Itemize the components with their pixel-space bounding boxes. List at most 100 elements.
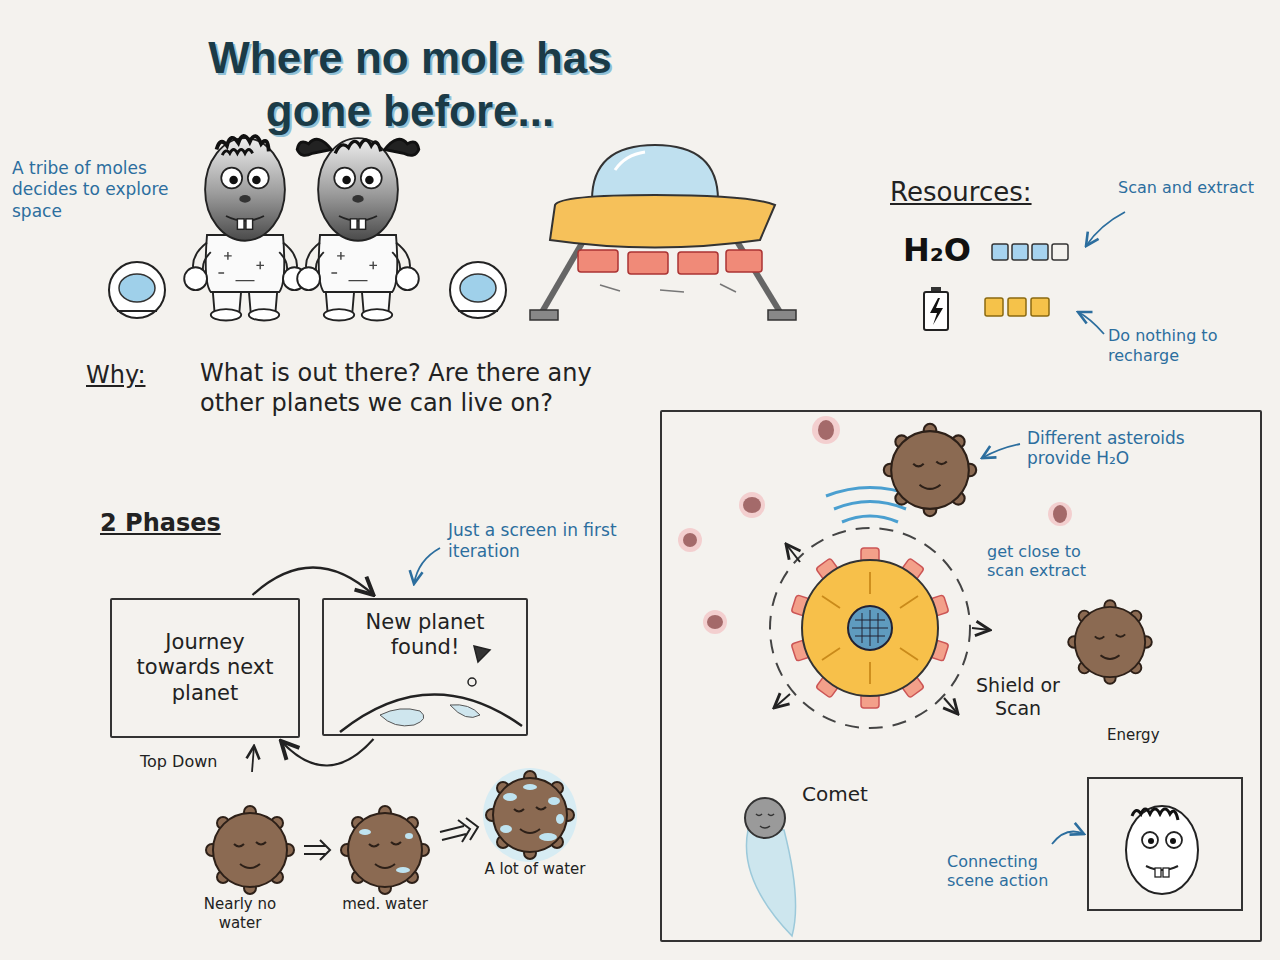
leader-arrow	[1052, 832, 1084, 844]
title: Where no mole has gone before...	[150, 32, 670, 138]
space-rock	[678, 528, 702, 552]
annotation: get close to scan extract	[987, 542, 1109, 580]
spaceship	[600, 284, 736, 292]
ship-top-view	[802, 560, 938, 696]
leader-arrow	[1078, 312, 1104, 334]
portrait-box	[1155, 868, 1161, 877]
asteroid	[483, 768, 577, 862]
orbit	[774, 694, 790, 708]
section-heading: Resources:	[890, 176, 1090, 209]
helmet	[109, 262, 165, 318]
energy-meter	[1008, 298, 1026, 316]
annotation: Do nothing to recharge	[1108, 326, 1264, 366]
portrait-box	[1142, 832, 1158, 848]
annotation: Connecting scene action	[947, 852, 1087, 890]
leader-arrow	[982, 444, 1020, 458]
space-rock	[1053, 505, 1067, 523]
mole-figure	[184, 136, 306, 321]
action-label: Shield or Scan	[976, 674, 1060, 720]
mole-figure	[184, 138, 306, 320]
portrait-box	[1170, 838, 1176, 844]
resource-name: H₂O	[903, 230, 989, 270]
asteroid	[503, 793, 517, 801]
spaceship	[530, 310, 558, 320]
water-meter	[1032, 244, 1048, 260]
planet-sketch	[474, 646, 490, 662]
leader-arrow	[1086, 212, 1125, 246]
orbit	[944, 698, 958, 714]
ship-top-view	[848, 606, 892, 650]
comet	[746, 830, 795, 936]
water-meter	[1052, 244, 1068, 260]
planet-sketch	[380, 709, 424, 726]
spaceship	[550, 195, 775, 248]
asteroid	[556, 814, 564, 824]
space-rock	[812, 416, 840, 444]
energy-meter	[985, 298, 1003, 316]
water-meter	[1012, 244, 1028, 260]
asteroid	[359, 829, 371, 835]
orbit	[972, 628, 990, 630]
helmet	[109, 262, 165, 318]
asteroid	[405, 833, 413, 839]
phase-box: Journey towards next planet	[110, 598, 300, 738]
portrait-box	[1166, 832, 1182, 848]
portrait-box	[1126, 806, 1198, 894]
energy-meter	[1031, 298, 1049, 316]
helmet	[460, 274, 496, 302]
spaceship	[768, 310, 796, 320]
asteroid	[1068, 600, 1152, 684]
helmet	[450, 262, 506, 318]
portrait-box	[1088, 778, 1242, 910]
asteroid	[539, 833, 557, 841]
leader-arrow	[252, 212, 1125, 844]
space-rock	[739, 492, 765, 518]
portrait-box	[1088, 778, 1242, 910]
space-rock	[818, 420, 834, 440]
asteroid	[206, 806, 294, 894]
space-rock	[743, 497, 761, 513]
space-rock	[1048, 502, 1072, 526]
annotation: Top Down	[140, 752, 240, 772]
asteroid	[341, 806, 429, 894]
spaceship	[592, 145, 718, 200]
annotation: Energy	[1107, 726, 1197, 744]
mole-figure	[297, 139, 331, 155]
section-heading: Why:	[86, 360, 166, 390]
mole-figure	[297, 138, 419, 320]
helmet	[119, 274, 155, 302]
mole-figure	[385, 139, 419, 155]
asteroid	[341, 806, 429, 894]
phase-text: Journey towards next planet	[122, 630, 288, 706]
energy-meter	[924, 287, 1049, 330]
level-label: A lot of water	[480, 860, 590, 879]
mole-figure	[297, 138, 419, 320]
asteroid	[486, 771, 574, 859]
level-label: med. water	[340, 895, 430, 914]
ship-top-view	[791, 548, 949, 708]
asteroid	[884, 424, 976, 516]
mole-figure	[335, 140, 381, 153]
asteroid	[206, 806, 294, 894]
helmet	[117, 310, 157, 312]
progress-arrow	[440, 818, 478, 842]
orbit	[770, 528, 990, 728]
comet	[745, 798, 785, 838]
portrait-box	[1148, 838, 1154, 844]
comet	[745, 798, 796, 936]
ship-top-view	[822, 572, 918, 684]
planet-sketch	[468, 678, 476, 686]
annotation: Scan and extract	[1118, 178, 1258, 198]
question-text: What is out there? Are there any other p…	[200, 358, 630, 418]
orbit	[786, 544, 800, 562]
spaceship	[530, 145, 796, 320]
phase-arrow	[253, 568, 374, 596]
game-screen: Different asteroids provide H₂Oget close…	[660, 410, 1262, 942]
planet-sketch	[450, 705, 480, 718]
orbit	[770, 528, 970, 728]
phase-text: New planet found!	[334, 610, 516, 660]
